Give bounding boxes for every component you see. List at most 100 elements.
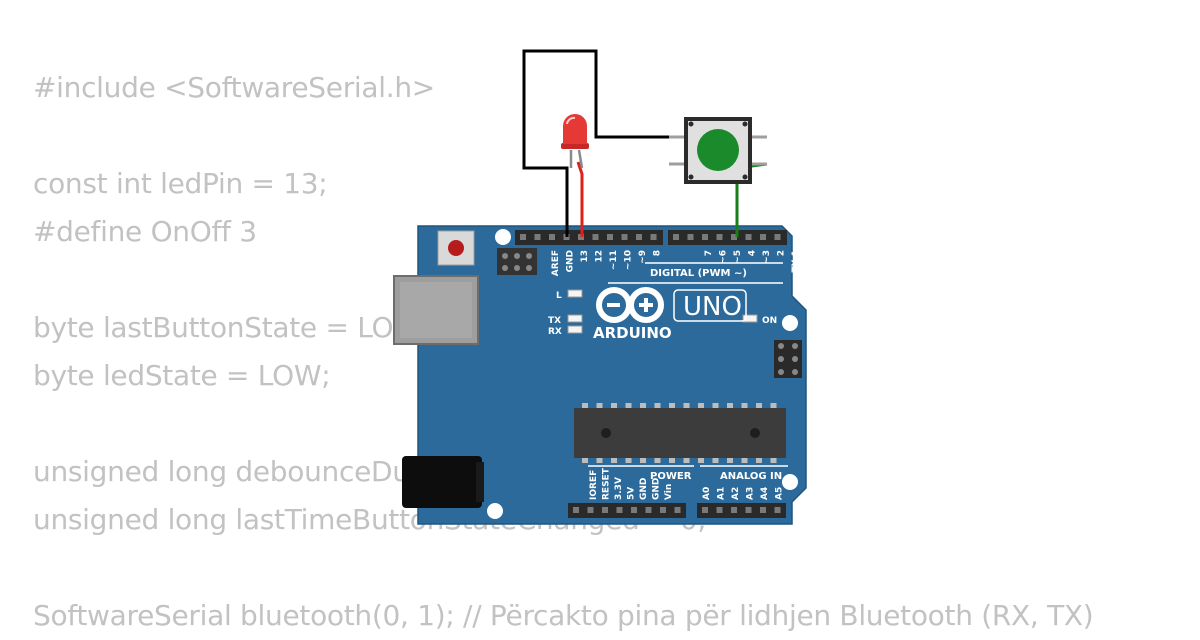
power-pin-label: IOREF [589,470,599,500]
header-pin [774,507,781,513]
chip-leg [640,403,646,410]
header-pin [607,234,613,240]
header-pin [660,507,666,513]
code-line: SoftwareSerial bluetooth(0, 1); // Përca… [33,599,1094,632]
header-pin [602,507,608,513]
header-pin [631,507,637,513]
chip-leg [596,403,603,410]
analog-pin-label: A5 [775,487,785,500]
icsp-header [497,248,537,275]
header-pin [745,507,752,513]
analog-pin-label: A1 [717,487,727,500]
chip-leg [756,456,762,463]
header-pin [645,507,652,513]
chip-leg [596,456,603,463]
chip-leg [770,456,777,463]
mounting-hole [782,315,798,331]
reset-button[interactable] [437,230,475,266]
pin-label: AREF [551,250,561,276]
arduino-logo-icon [596,287,664,323]
pin-label: 7 [704,250,714,256]
pin-label: 12 [595,250,605,263]
analog-pin-label: A0 [702,487,712,500]
power-pin-label: GND [639,478,649,500]
header-pin [636,234,642,240]
header-pin [702,507,708,513]
analog-header [697,503,786,518]
analog-pin-label: A3 [746,487,756,500]
analog-pin-label: A4 [760,487,770,500]
header-pin [687,234,694,240]
power-pin-label: Vin [664,484,674,500]
header-pin [760,507,766,513]
chip-leg [741,403,748,410]
wire-black[interactable] [522,49,690,237]
pin-label: 4 [748,250,758,256]
chip-leg [625,456,632,463]
header-pin [731,507,737,513]
chip-leg [611,403,617,410]
pin-label: ~11 [609,250,619,270]
icsp-header-right [774,340,802,378]
header-pin [716,507,723,513]
wire-red[interactable] [576,161,584,237]
chip-leg [582,456,588,463]
header-pin [520,234,526,240]
chip-leg [625,403,632,410]
chip-leg [683,403,690,410]
header-pin [587,507,594,513]
red-led[interactable] [561,114,589,169]
power-label: POWER [650,471,692,482]
svg-text:L: L [556,291,562,301]
header-pin [731,234,737,240]
header-pin [745,234,752,240]
model-badge [673,289,747,322]
onboard-led-l: L [556,289,583,301]
power-header [568,503,686,518]
header-pin [774,234,781,240]
pin-label: ~6 [719,250,729,264]
header-pin [716,234,723,240]
pin-label: GND [566,250,576,272]
mounting-hole [782,474,798,490]
pin-label: ~10 [624,250,634,270]
svg-text:ON: ON [762,316,777,326]
code-line: const int ledPin = 13; [33,167,328,200]
header-pin [673,234,679,240]
header-pin [549,234,555,240]
button-cap[interactable] [697,129,739,171]
svg-text:RX: RX [548,327,562,337]
analog-pin-label: A2 [731,487,741,500]
header-pin [534,234,541,240]
onboard-led-rx: RX [548,325,583,337]
chip-leg [582,403,588,410]
microcontroller-chip [574,403,786,463]
pushbutton[interactable] [669,117,767,184]
chip-leg [698,403,704,410]
header-pin [760,234,766,240]
chip-leg [756,403,762,410]
analog-label: ANALOG IN [720,471,782,482]
header-pin [621,234,628,240]
code-line: byte ledState = LOW; [33,359,331,392]
pin-label: TX 1 [791,250,801,272]
chip-leg [611,456,617,463]
pin-label: RX 0 [806,250,816,273]
header-pin [573,507,579,513]
chip-leg [640,456,646,463]
pin-label: ~9 [638,250,648,264]
mounting-hole [495,229,511,245]
power-pin-label: 5V [627,487,637,500]
power-pin-label: GND [652,478,662,500]
header-pin [702,234,708,240]
pin-label: ~3 [762,250,772,264]
digital-header-left [515,230,663,245]
model-text: UNO [683,292,742,322]
chip-leg [712,456,719,463]
code-line: #define OnOff 3 [33,215,257,248]
digital-header-label: DIGITAL (PWM ~) [650,268,747,279]
svg-text:TX: TX [548,316,561,326]
header-pin [616,507,623,513]
